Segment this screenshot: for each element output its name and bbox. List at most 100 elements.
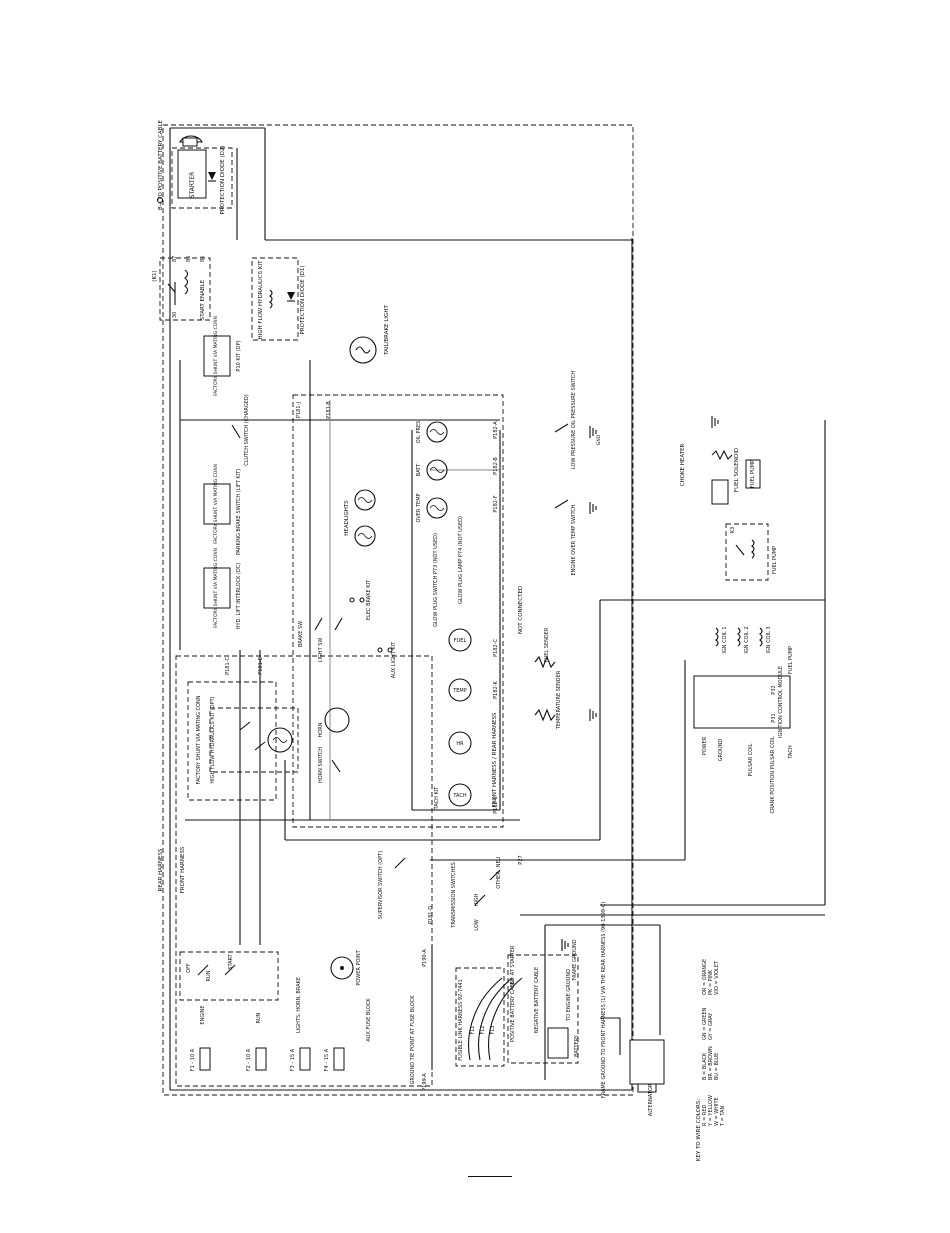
high-flow-kit-label: HIGH FLOW HYDRAULICS KIT <box>258 260 264 340</box>
p10-label: P10 KIT (DP) <box>236 340 242 371</box>
bus-wires <box>169 127 826 1091</box>
key-col3-line1: GN = GREEN <box>702 1007 708 1040</box>
over-temp-label: OVER TEMP <box>416 493 422 522</box>
p32-label: P32 <box>771 685 777 694</box>
fuel-solenoid: FUEL SOLENOID <box>711 448 740 505</box>
choke-heater: CHOKE HEATER <box>680 443 733 486</box>
rear-harness-label: REAR HARNESS <box>158 848 164 891</box>
battery-group: BATTERY POSITIVE BATTERY CABLE B+ AT STA… <box>507 939 580 1064</box>
p182e-label: P182-E <box>493 796 499 814</box>
key-col1-line4: T = TAN <box>720 1105 726 1127</box>
ground-tie-label: GROUND TIE POINT AT FUSE BLOCK <box>410 995 416 1085</box>
ground-symbols <box>561 416 719 951</box>
pin-86: 86 <box>186 256 192 262</box>
key-col2-line2: BR = BROWN <box>708 1046 714 1080</box>
fuel-gauge-label: FUEL <box>454 638 467 644</box>
parking-brake-label: PARKING BRAKE SWITCH (LIFT KIT) <box>236 469 242 555</box>
temp-sender: TEMPERATURE SENDER <box>534 670 562 730</box>
factory-shunt-p10: FACTORY SHUNT VIA MATING CONN P10 KIT (D… <box>203 316 242 396</box>
headlights-label: HEADLIGHTS <box>344 500 350 536</box>
run-label: RUN <box>206 970 212 981</box>
p182c-label: P182-C <box>493 639 499 657</box>
factory-shunt-hyd: FACTORY SHUNT VIA MATING CONN HYD. LIFT … <box>203 548 242 629</box>
starter-box <box>177 149 207 199</box>
key-col3-line2: GY = GRAY <box>708 1012 714 1040</box>
run-fuse-label: RUN <box>256 1012 262 1023</box>
light-switch-group: BRAKE SW LIGHT SW ELEC BRAKE KIT AUX LIG… <box>298 579 397 678</box>
p182a-label: P182-A <box>493 421 499 439</box>
key-col1-line3: W = WHITE <box>714 1097 720 1126</box>
b-starter-label: B+ AT STARTER <box>510 945 516 984</box>
page-footer-rule <box>468 1176 512 1177</box>
k1-label: (K1) <box>152 270 158 281</box>
frame-ground-label: FRAME GROUND <box>572 939 578 980</box>
p182k-label: P182-K <box>493 680 499 698</box>
f2-label: F2 - 10 A <box>246 1048 252 1071</box>
power-point: POWER POINT <box>330 949 362 986</box>
starter-solenoid-icon <box>179 135 203 143</box>
engine-overtemp-switch: ENGINE OVER TEMP SWITCH <box>554 499 577 575</box>
starter-label: STARTER <box>189 172 196 198</box>
fl2-label: FL2 <box>480 1026 486 1035</box>
key-col2-line3: BU = BLUE <box>714 1053 720 1080</box>
headlights: HEADLIGHTS <box>344 489 376 547</box>
fl3-label: FL3 <box>490 1026 496 1035</box>
lights-fuse-label: LIGHTS, HORN, BRAKE <box>296 977 302 1033</box>
rear-harness-boundary <box>162 124 634 1096</box>
diode-d2-icon <box>208 172 216 180</box>
starter-group: STARTER PROTECTION DIODE (D2) B+ TO POSI… <box>156 119 233 215</box>
hour-label: HR <box>456 741 464 747</box>
protection-diode-d1-label: PROTECTION DIODE (D1) <box>300 266 306 335</box>
horn: HORN HORN SWITCH <box>318 707 350 783</box>
fuel-pump-top-label: FUEL PUMP <box>750 460 756 488</box>
diode-d1-icon <box>287 292 295 300</box>
high-flow-opt-label: HIGH FLOW HYDRAULICS KIT (OPT) <box>210 696 216 783</box>
key-title: KEY TO WIRE COLORS: <box>696 1099 702 1161</box>
neu-label: NEU <box>496 856 502 867</box>
supervisor-label: SUPERVISOR SWITCH (OPT) <box>378 851 384 919</box>
fuse-f3 <box>299 1047 311 1071</box>
f3-label: F3 - 15 A <box>290 1048 296 1071</box>
p181e-label: P181-E <box>258 657 264 675</box>
alternator: ALTERNATOR <box>629 1039 665 1116</box>
ign-coil-2-label: IGN COIL 2 <box>744 626 750 653</box>
glow-plug-switch-label: GLOW PLUG SWITCH P73 (NOT USED) <box>433 533 439 627</box>
key-col1-line1: R = RED <box>702 1105 708 1126</box>
battery-label: BATTERY <box>574 1034 580 1057</box>
choke-heater-label: CHOKE HEATER <box>680 443 686 486</box>
key-col4-line1: OR = ORANGE <box>702 959 708 995</box>
p27-label: P27 <box>518 855 524 864</box>
supervisor-switch: SUPERVISOR SWITCH (OPT) <box>378 851 406 919</box>
battery-icon <box>547 1027 569 1059</box>
power-label: POWER <box>702 736 708 755</box>
tach-gauge: TACH TACH KIT <box>434 783 472 811</box>
engine-overtemp-label: ENGINE OVER TEMP SWITCH <box>571 504 577 575</box>
power-point-label: POWER POINT <box>356 949 362 985</box>
front-rear-harness-label: FRONT HARNESS / REAR HARNESS <box>492 712 498 808</box>
frame-ground-note: FRAME GROUND TO FRONT HARNESS (1) VIA TH… <box>601 902 607 1098</box>
aux-light-kit-label: AUX LIGHT KIT <box>391 641 397 678</box>
tach-right-label: TACH <box>788 745 794 759</box>
oil-pressure-switch: LOW PRESSURE OIL PRESSURE SWITCH <box>554 371 577 469</box>
engine-fuse-label: ENGINE <box>200 1005 206 1024</box>
tach-gauge-label: TACH <box>452 793 466 799</box>
ignition-switch: OFF RUN START <box>179 951 279 1001</box>
key-col1-line2: Y = YELLOW <box>708 1095 714 1127</box>
engine-ground-label: TO ENGINE GROUND <box>566 969 572 1022</box>
temp-sender-label: TEMPERATURE SENDER <box>556 670 562 730</box>
transmission-switches: TRANSMISSION SWITCHES LOW HIGH OTHER NEU… <box>451 855 524 930</box>
k3-label: K3 <box>730 527 736 533</box>
temp-gauge: TEMP <box>448 678 472 702</box>
fusible-link-harness: FUSIBLE LINK HARNESS 92-7441 FL1 FL2 FL3 <box>455 967 523 1067</box>
tach-kit-label: TACH KIT <box>434 786 440 811</box>
gnd-label: GND <box>596 434 602 445</box>
p199a-label: P199-A <box>422 1073 428 1091</box>
f4-label: F4 - 15 A <box>324 1048 330 1071</box>
off-label: OFF <box>186 963 192 973</box>
p182b-label: P182-B <box>493 457 499 475</box>
batt-label: BATT <box>416 463 422 476</box>
high-label: HIGH <box>474 893 480 906</box>
tail-brake-label: TAIL/BRAKE LIGHT <box>384 305 390 356</box>
